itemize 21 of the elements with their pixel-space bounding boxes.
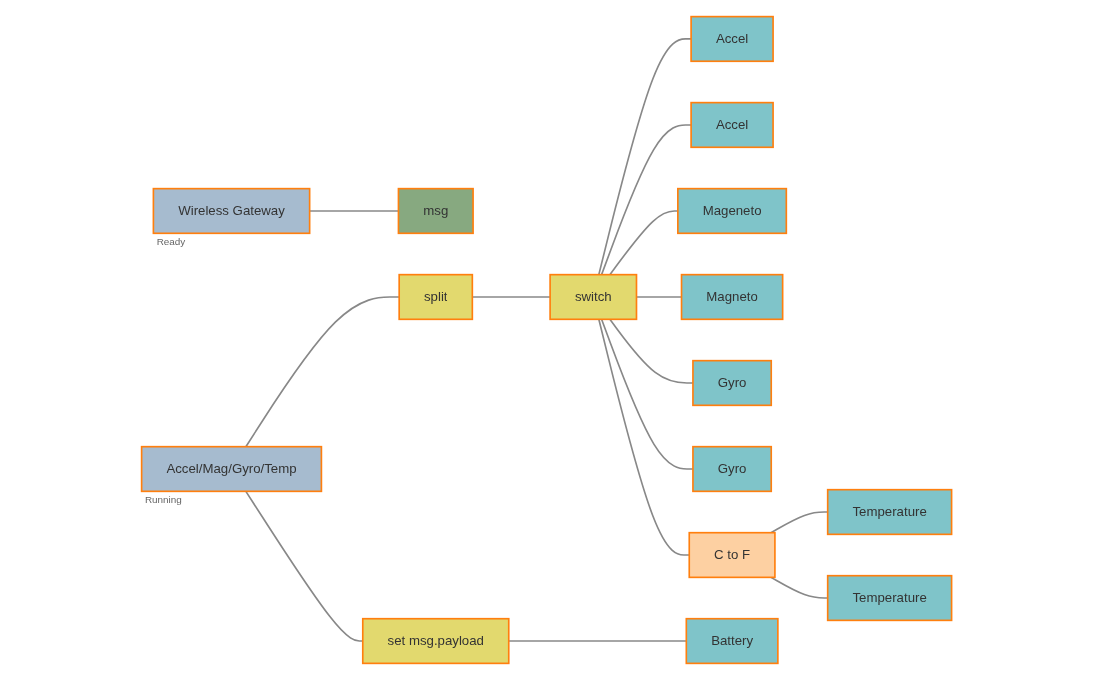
node-box: switch <box>549 273 638 321</box>
connector <box>770 576 829 599</box>
node-box: set msg.payload <box>362 617 510 665</box>
node-box: Mageneto <box>677 187 788 235</box>
node-box: Accel <box>690 15 775 63</box>
node-box: msg <box>398 187 475 235</box>
node-box: Battery <box>685 617 780 665</box>
node-box: Gyro <box>692 445 773 493</box>
node-box: Accel/Mag/Gyro/Temp <box>141 445 323 493</box>
connector <box>245 490 364 642</box>
status-text: Ready <box>157 235 186 247</box>
node-box: Wireless Gateway <box>152 187 311 235</box>
node-box: Temperature <box>827 488 953 536</box>
node-box: Magneto <box>681 273 784 321</box>
connector <box>770 511 829 534</box>
node-box: Temperature <box>827 574 953 622</box>
node-box: Gyro <box>692 359 773 407</box>
node-box: Accel <box>690 101 775 149</box>
status-text: Running <box>145 493 183 505</box>
node-box: split <box>398 273 474 321</box>
node-box: C to F <box>688 531 777 579</box>
